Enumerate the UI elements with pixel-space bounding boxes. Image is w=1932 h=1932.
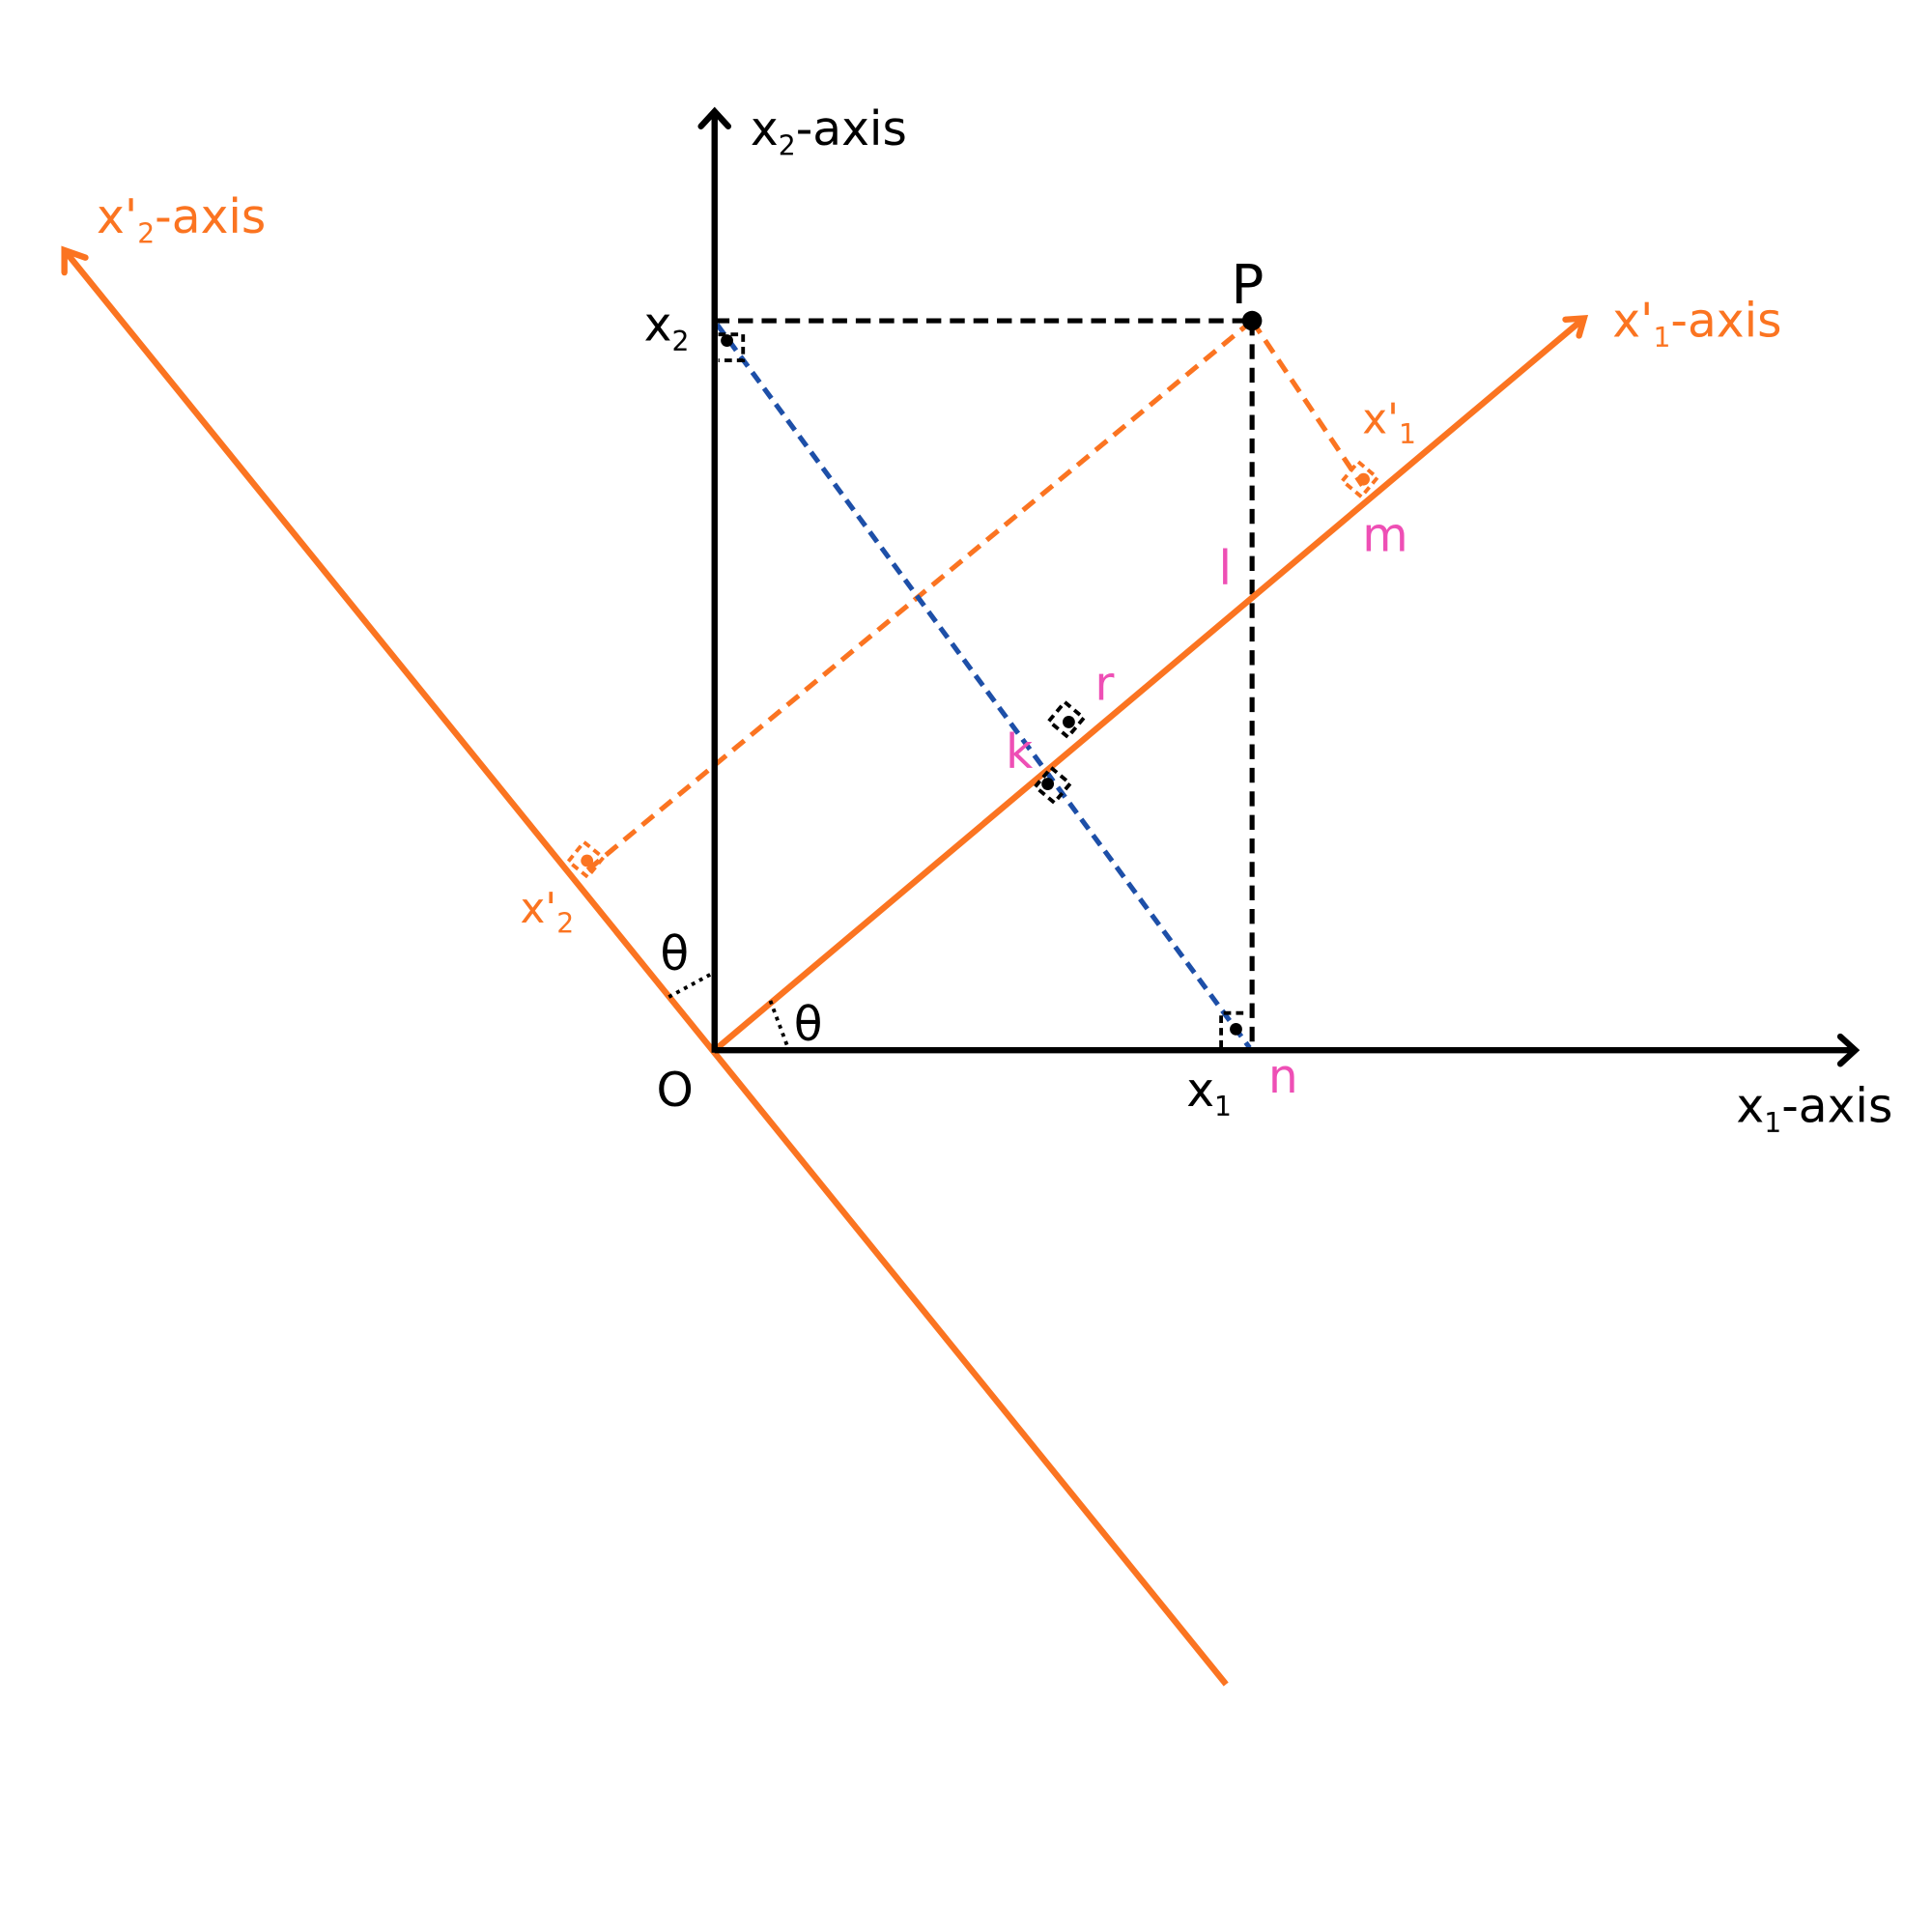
x2-prime-axis-arrowhead xyxy=(61,245,89,276)
x1-prime-axis xyxy=(712,316,1586,1053)
right-angle-marker-x2 xyxy=(718,332,746,363)
dot-r xyxy=(1063,716,1075,728)
right-angle-marker-n xyxy=(1219,1010,1249,1048)
x2-coordinate-label: x2 xyxy=(644,298,690,357)
theta-label-upper: θ xyxy=(660,927,689,981)
x2-axis-arrowhead xyxy=(697,106,732,129)
x2-prime-axis xyxy=(62,247,1229,1687)
right-angle-marker-k xyxy=(1032,765,1073,806)
dot-x2 xyxy=(721,334,733,347)
blue-dashed-line xyxy=(715,323,1252,1050)
dot-n xyxy=(1230,1022,1242,1036)
theta-arc-lower xyxy=(768,1000,791,1051)
x2-prime-coordinate-label: x'2 xyxy=(520,885,574,939)
dot-m xyxy=(1357,472,1370,486)
theta-label-lower: θ xyxy=(794,998,823,1052)
x2-axis-label: x2-axis xyxy=(751,102,907,161)
label-k: k xyxy=(1006,725,1034,780)
theta-arc-upper xyxy=(668,970,716,999)
x1-coordinate-label: x1 xyxy=(1186,1064,1232,1122)
x1-prime-axis-arrowhead xyxy=(1562,314,1589,339)
point-p-dot xyxy=(1241,310,1263,331)
x1-axis-label: x1-axis xyxy=(1736,1080,1892,1139)
x2-prime-axis-label: x'2-axis xyxy=(97,190,266,249)
dot-k xyxy=(1041,778,1055,790)
label-m: m xyxy=(1362,509,1407,563)
label-l: l xyxy=(1219,542,1233,596)
point-p-label: P xyxy=(1231,254,1264,317)
dot-x2p xyxy=(581,854,594,867)
x1-axis-arrowhead xyxy=(1836,1033,1861,1067)
label-n: n xyxy=(1268,1050,1298,1104)
origin-label: O xyxy=(656,1064,693,1118)
projection-p-to-x1p xyxy=(1250,319,1365,487)
label-r: r xyxy=(1094,657,1115,711)
right-angle-marker-r xyxy=(1046,699,1087,740)
x1-prime-coordinate-label: x'1 xyxy=(1362,396,1416,450)
x1-prime-axis-label: x'1-axis xyxy=(1612,295,1781,354)
